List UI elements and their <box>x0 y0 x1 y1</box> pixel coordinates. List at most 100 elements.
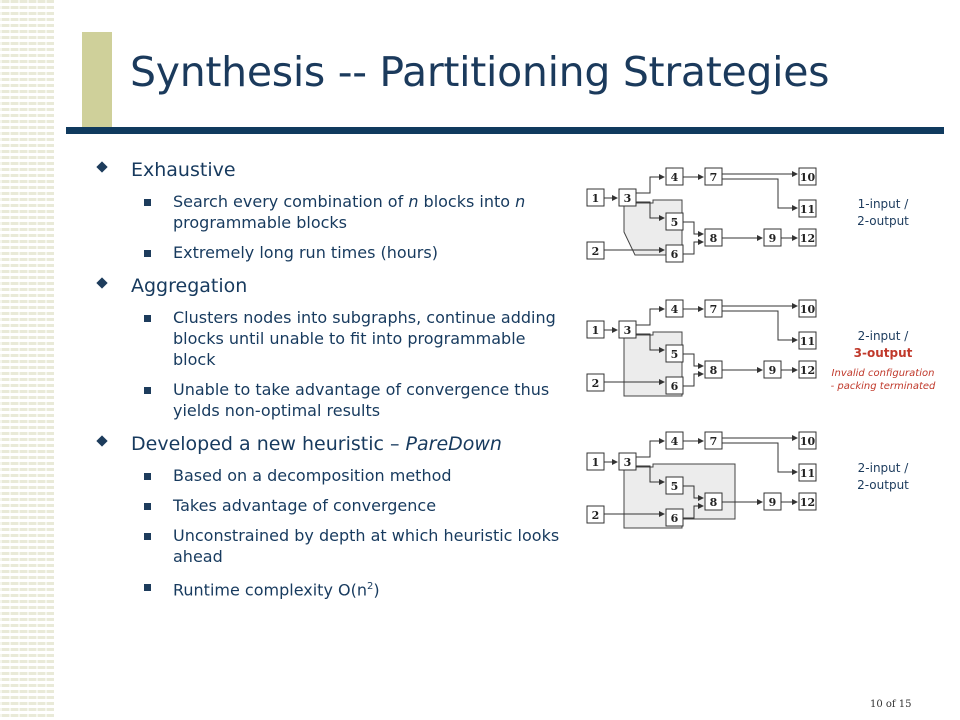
edge <box>636 201 665 221</box>
edge <box>636 306 665 326</box>
graph-node <box>763 360 782 379</box>
diagram-caption: 2-output <box>857 478 909 492</box>
graph-node-label: 6 <box>671 512 679 525</box>
diagram-caption: 1-input / <box>858 197 910 211</box>
graph-node-label: 6 <box>671 380 679 393</box>
graph-node-label: 3 <box>624 192 632 205</box>
graph-node-label: 6 <box>671 248 679 261</box>
graph-node <box>763 228 782 247</box>
partition-region <box>623 463 736 529</box>
graph-node-label: 9 <box>769 496 777 509</box>
graph-node-label: 2 <box>592 509 600 522</box>
graph-node-label: 8 <box>710 496 718 509</box>
graph-node <box>665 299 684 318</box>
edge <box>722 310 798 343</box>
graph-node-label: 10 <box>800 171 816 184</box>
graph-node-label: 1 <box>592 324 600 337</box>
graph-node <box>798 167 817 186</box>
graph-node-label: 12 <box>800 232 815 245</box>
graph-node <box>665 344 684 363</box>
bullet-paredown: Developed a new heuristic – PareDown <box>95 432 565 456</box>
graph-node-label: 2 <box>592 377 600 390</box>
graph-node-label: 9 <box>769 364 777 377</box>
graph-node <box>798 299 817 318</box>
graph-node <box>586 241 605 260</box>
invalid-note: Invalid configuration <box>832 368 935 379</box>
graph-node <box>586 320 605 339</box>
sub-bullet: Extremely long run times (hours) <box>95 242 565 263</box>
graph-node <box>618 320 637 339</box>
diagram-caption: 2-input / <box>858 461 910 475</box>
decorative-stripe-band <box>0 0 54 720</box>
edge <box>683 485 704 501</box>
graph-node <box>665 212 684 231</box>
title-underline <box>66 127 944 134</box>
graph-node <box>798 228 817 247</box>
square-bullet-icon <box>144 250 151 257</box>
graph-node-label: 1 <box>592 192 600 205</box>
graph-node <box>704 431 723 450</box>
graph-node-label: 4 <box>671 435 679 448</box>
graph-node <box>704 360 723 379</box>
graph-node <box>763 492 782 511</box>
page-number: 10 of 15 <box>870 699 912 710</box>
sub-bullet: Takes advantage of convergence <box>95 495 565 516</box>
graph-node-label: 7 <box>710 435 718 448</box>
graph-node <box>665 508 684 527</box>
graph-node-label: 1 <box>592 456 600 469</box>
graph-node <box>704 167 723 186</box>
edge <box>722 178 798 211</box>
edge <box>683 221 704 237</box>
graph-node <box>586 373 605 392</box>
graph-node-label: 11 <box>800 203 815 216</box>
title-accent-block <box>82 32 112 130</box>
edge <box>722 442 798 475</box>
graph-node <box>618 188 637 207</box>
graph-node-label: 5 <box>671 480 679 493</box>
graph-node <box>704 492 723 511</box>
edge <box>636 465 665 485</box>
bullet-label: Exhaustive <box>131 159 236 181</box>
graph-node <box>665 431 684 450</box>
graph-node <box>618 452 637 471</box>
graph-node-label: 4 <box>671 171 679 184</box>
graph-node-label: 10 <box>800 435 816 448</box>
graph-node <box>798 331 817 350</box>
square-bullet-icon <box>144 315 151 322</box>
graph-node <box>586 452 605 471</box>
edge <box>683 503 704 519</box>
bullet-list: Exhaustive Search every combination of n… <box>95 158 565 609</box>
edge <box>636 333 665 353</box>
graph-node <box>704 228 723 247</box>
edge <box>683 353 704 369</box>
edge <box>683 371 704 387</box>
edge <box>636 438 665 458</box>
graph-node <box>665 167 684 186</box>
edge <box>636 174 665 194</box>
graph-node-label: 9 <box>769 232 777 245</box>
bullet-aggregation: Aggregation <box>95 274 565 298</box>
slide-title: Synthesis -- Partitioning Strategies <box>130 48 830 96</box>
graph-node <box>704 299 723 318</box>
square-bullet-icon <box>144 387 151 394</box>
sub-bullet: Unable to take advantage of convergence … <box>95 379 565 421</box>
graph-node <box>665 476 684 495</box>
graph-node-label: 3 <box>624 324 632 337</box>
edge <box>683 239 704 255</box>
graph-node <box>798 463 817 482</box>
diagram-caption: 2-output <box>857 214 909 228</box>
graph-node-label: 8 <box>710 232 718 245</box>
square-bullet-icon <box>144 473 151 480</box>
sub-bullet: Runtime complexity O(n2) <box>95 576 565 600</box>
graph-node-label: 12 <box>800 364 815 377</box>
sub-bullet: Clusters nodes into subgraphs, continue … <box>95 307 565 370</box>
square-bullet-icon <box>144 533 151 540</box>
graph-node-label: 2 <box>592 245 600 258</box>
sub-bullet: Search every combination of n blocks int… <box>95 191 565 233</box>
diamond-bullet-icon <box>96 435 108 447</box>
graph-node-label: 8 <box>710 364 718 377</box>
graph-node-label: 11 <box>800 335 815 348</box>
graph-node <box>798 492 817 511</box>
sub-bullet: Unconstrained by depth at which heuristi… <box>95 525 565 567</box>
